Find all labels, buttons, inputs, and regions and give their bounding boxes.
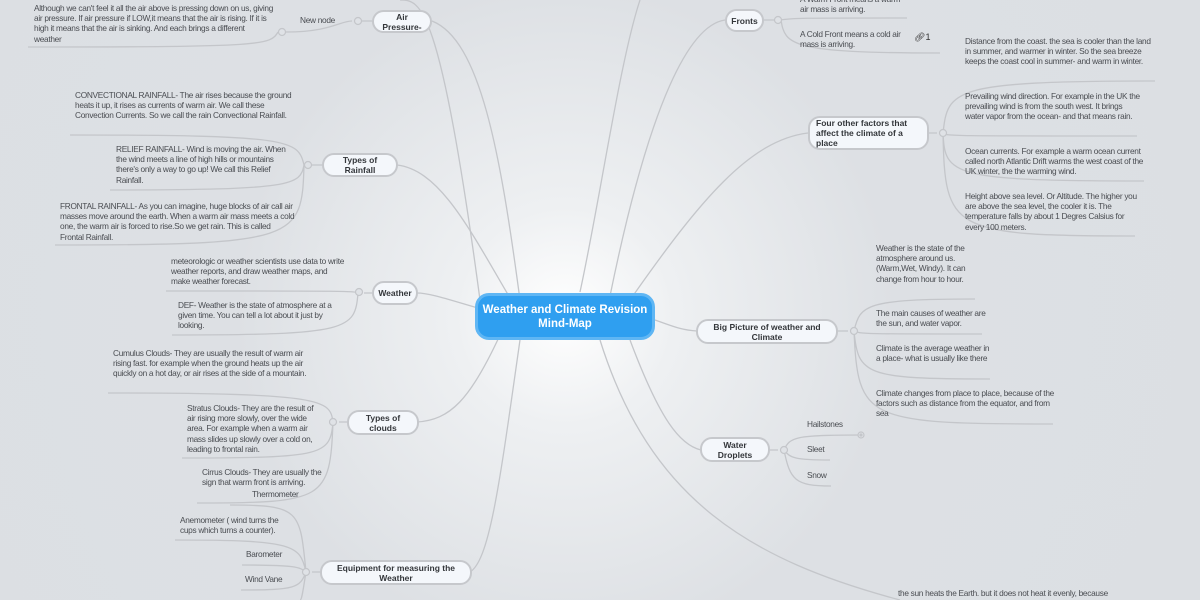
leaf-weather-state[interactable]: Weather is the state of the atmosphere a… (876, 243, 966, 284)
leaf-main-causes[interactable]: The main causes of weather are the sun, … (876, 308, 986, 329)
leaf-sun-heats-earth[interactable]: the sun heats the Earth. but it does not… (898, 588, 1108, 598)
leaf-thermometer[interactable]: Thermometer (252, 489, 299, 499)
subtopic-new-node[interactable]: New node (300, 15, 335, 25)
topic-big-picture[interactable]: Big Picture of weather and Climate (696, 319, 838, 344)
leaf-stratus-clouds[interactable]: Stratus Clouds- They are the result of a… (187, 403, 314, 454)
leaf-cumulus-clouds[interactable]: Cumulus Clouds- They are usually the res… (113, 348, 307, 379)
leaf-warm-front[interactable]: A Warm Front means a warm air mass is ar… (800, 0, 900, 15)
leaf-cirrus-clouds[interactable]: Cirrus Clouds- They are usually the sign… (202, 467, 322, 488)
leaf-prevailing-wind[interactable]: Prevailing wind direction. For example i… (965, 91, 1140, 122)
topic-weather[interactable]: Weather (372, 281, 418, 305)
leaf-weather-def[interactable]: DEF- Weather is the state of atmosphere … (178, 300, 332, 331)
leaf-air-pressure[interactable]: Although we can't feel it all the air ab… (34, 3, 274, 44)
topic-types-of-rainfall[interactable]: Types of Rainfall (322, 153, 398, 177)
link-icon: 🔗︎ (914, 32, 926, 42)
link-count: 1 (925, 32, 931, 42)
leaf-meteorologic[interactable]: meteorologic or weather scientists use d… (171, 256, 345, 287)
leaf-frontal-rainfall[interactable]: FRONTAL RAINFALL- As you can imagine, hu… (60, 201, 295, 242)
topic-water-droplets[interactable]: Water Droplets (700, 437, 770, 462)
leaf-convectional-rainfall[interactable]: CONVECTIONAL RAINFALL- The air rises bec… (75, 90, 292, 121)
leaf-relief-rainfall[interactable]: RELIEF RAINFALL- Wind is moving the air.… (116, 144, 286, 185)
leaf-height-above-sea[interactable]: Height above sea level. Or Altitude. The… (965, 191, 1137, 232)
leaf-sleet[interactable]: Sleet (807, 444, 825, 454)
topic-four-factors[interactable]: Four other factors that affect the clima… (808, 116, 929, 150)
leaf-cold-front[interactable]: A Cold Front means a cold air mass is ar… (800, 29, 901, 50)
leaf-climate-average[interactable]: Climate is the average weather in a plac… (876, 343, 990, 364)
leaf-anemometer[interactable]: Anemometer ( wind turns the cups which t… (180, 515, 279, 536)
leaf-distance-from-coast[interactable]: Distance from the coast. the sea is cool… (965, 36, 1151, 67)
leaf-wind-vane[interactable]: Wind Vane (245, 574, 283, 584)
topic-air-pressure[interactable]: Air Pressure- (372, 10, 432, 33)
topic-equipment[interactable]: Equipment for measuring the Weather (320, 560, 472, 585)
leaf-ocean-currents[interactable]: Ocean currents. For example a warm ocean… (965, 146, 1144, 177)
topic-types-of-clouds[interactable]: Types of clouds (347, 410, 419, 435)
leaf-hailstones[interactable]: Hailstones (807, 419, 843, 429)
topic-fronts[interactable]: Fronts (725, 9, 764, 32)
leaf-barometer[interactable]: Barometer (246, 549, 283, 559)
link-badge[interactable]: 🔗︎1 (914, 32, 930, 43)
leaf-snow[interactable]: Snow (807, 470, 827, 480)
leaf-climate-changes[interactable]: Climate changes from place to place, bec… (876, 388, 1054, 419)
central-topic[interactable]: Weather and Climate Revision Mind-Map (475, 293, 655, 340)
